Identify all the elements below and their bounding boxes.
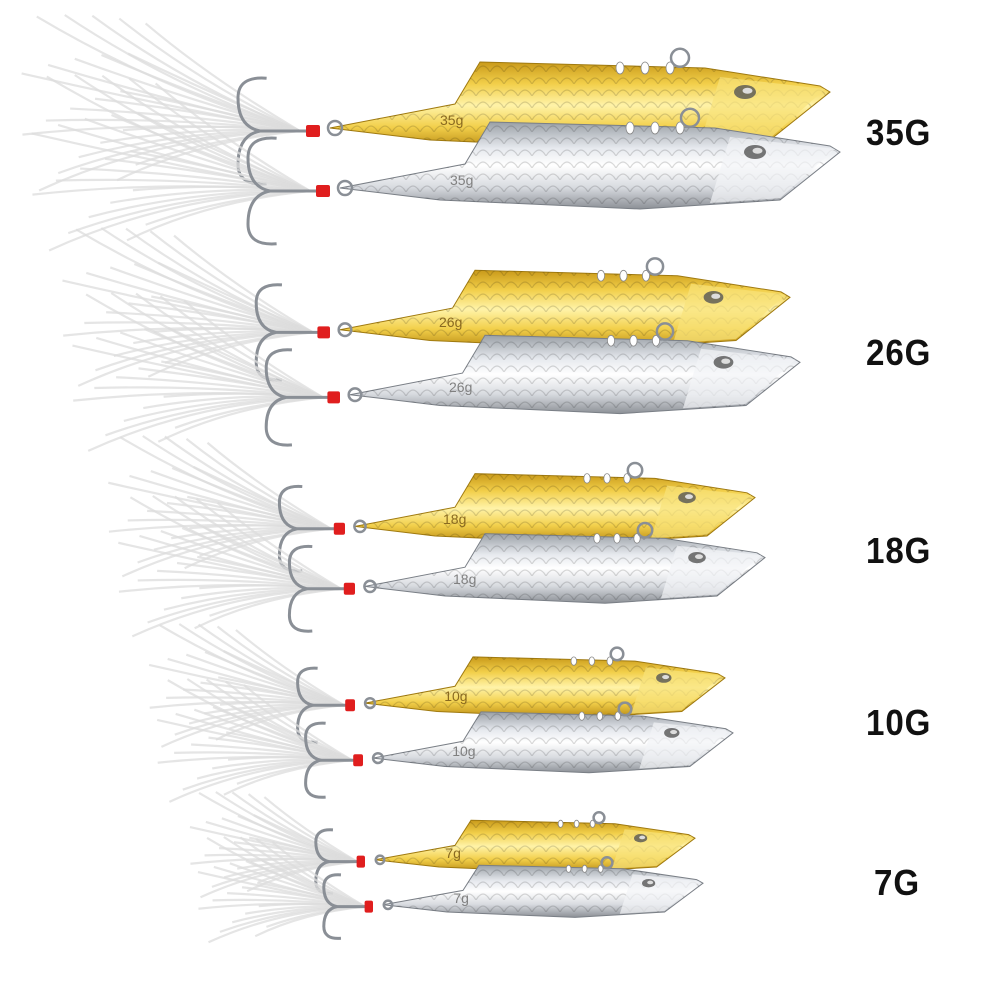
weight-label-7g: 7G xyxy=(874,862,921,903)
svg-text:7g: 7g xyxy=(453,890,469,906)
silver-lure-26g: 26g xyxy=(72,292,801,452)
svg-text:26g: 26g xyxy=(449,379,472,395)
silver-lure-10g: 10g xyxy=(156,678,734,803)
weight-label-26g: 26G xyxy=(866,332,932,373)
gold-lure-18g: 18g xyxy=(108,435,756,578)
silver-lure-35g: 35g xyxy=(31,74,841,252)
gold-lure-26g: 26g xyxy=(62,227,791,387)
silver-lure-7g: 7g xyxy=(197,836,704,944)
weight-label-18g: 18G xyxy=(866,530,932,571)
silver-lure-18g: 18g xyxy=(118,495,766,638)
svg-text:10g: 10g xyxy=(444,688,467,704)
svg-text:26g: 26g xyxy=(439,314,462,330)
svg-text:18g: 18g xyxy=(453,571,476,587)
gold-lure-10g: 10g xyxy=(148,623,726,748)
lure-group: 35g 35g 26g 26g 18g 18g 10g 10g 7g 7g xyxy=(21,14,841,944)
weight-label-35g: 35G xyxy=(866,112,932,153)
svg-text:10g: 10g xyxy=(452,743,475,759)
svg-text:35g: 35g xyxy=(450,172,473,188)
svg-text:18g: 18g xyxy=(443,511,466,527)
gold-lure-7g: 7g xyxy=(189,791,696,899)
svg-text:7g: 7g xyxy=(445,845,461,861)
weight-label-10g: 10G xyxy=(866,702,932,743)
svg-text:35g: 35g xyxy=(440,112,463,128)
